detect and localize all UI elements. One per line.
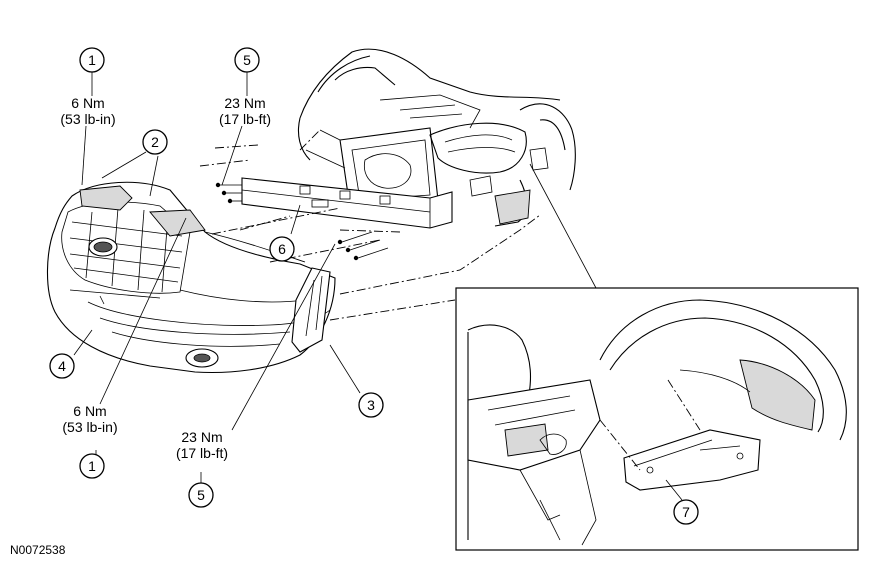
callout-1-top: 1 [79,47,105,73]
svg-text:5: 5 [197,487,205,503]
svg-text:5: 5 [243,52,251,68]
torque-1-bottom-metric: 6 Nm [73,403,106,419]
callout-5-bottom: 5 [188,482,214,508]
svg-text:3: 3 [367,397,375,413]
torque-5-bottom-metric: 23 Nm [181,429,222,445]
beam-bolts-right [337,231,389,261]
callout-5-top: 5 [234,47,260,73]
callout-7: 7 [673,499,699,525]
callout-3: 3 [358,392,384,418]
svg-text:7: 7 [682,504,690,520]
svg-text:1: 1 [88,458,96,474]
torque-1-top-metric: 6 Nm [71,95,104,111]
torque-5-top-metric: 23 Nm [224,95,265,111]
torque-5-bottom-imperial: (17 lb-ft) [176,445,228,461]
beam-bolts-left [215,182,242,204]
front-bumper-cover [46,181,336,374]
side-bracket [291,267,331,353]
svg-text:1: 1 [88,52,96,68]
figure-id: N0072538 [10,543,66,557]
callout-1-bottom: 1 [79,453,105,479]
alignment-lines [199,129,541,321]
callout-4: 4 [49,353,75,379]
torque-5-top-imperial: (17 lb-ft) [219,111,271,127]
torque-1-bottom-imperial: (53 lb-in) [62,419,117,435]
callout-2: 2 [142,129,168,155]
svg-text:2: 2 [151,134,159,150]
svg-text:6: 6 [278,241,286,257]
svg-text:4: 4 [58,358,66,374]
leader-lines [73,72,597,484]
detail-inset [455,287,859,551]
callout-6: 6 [269,236,295,262]
torque-1-top-imperial: (53 lb-in) [60,111,115,127]
bumper-reinforcement-beam [215,177,453,261]
torque-labels: 6 Nm (53 lb-in) 23 Nm (17 lb-ft) 6 Nm (5… [60,95,271,461]
